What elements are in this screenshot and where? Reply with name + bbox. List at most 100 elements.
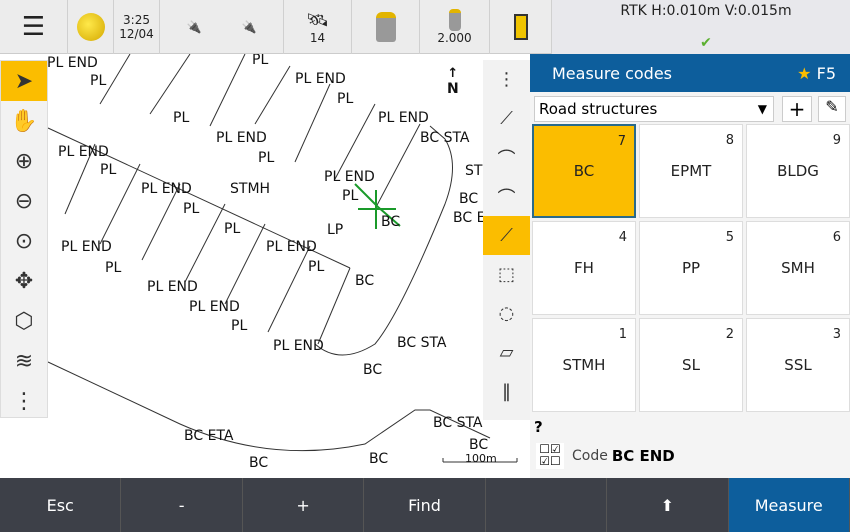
map-point-label[interactable]: PL END — [141, 181, 192, 197]
map-point-label[interactable]: PL — [231, 318, 248, 334]
code-label: SMH — [781, 259, 815, 277]
map-point-label[interactable]: BC — [355, 273, 375, 289]
arc-method-2[interactable]: ⌒ — [483, 177, 530, 216]
map-point-label[interactable]: BC — [249, 455, 269, 471]
softkey-esc[interactable]: Esc — [0, 478, 122, 532]
multi-code-icon[interactable]: ☐☑☑☐ — [536, 443, 564, 469]
map-point-label[interactable]: PL — [224, 221, 241, 237]
group-dropdown[interactable]: Road structures▼ — [534, 96, 774, 122]
zoom-out-tool[interactable]: ⊖ — [1, 181, 47, 221]
more-button[interactable]: ⋮ — [483, 60, 530, 99]
north-arrow: ↑N — [447, 66, 459, 97]
map-point-label[interactable]: STMH — [230, 181, 271, 197]
code-value[interactable]: BC END — [611, 447, 675, 465]
edit-group-button[interactable]: ✎ — [818, 96, 846, 122]
map-point-label[interactable]: PL — [258, 150, 275, 166]
orbit-tool[interactable]: ✥ — [1, 261, 47, 301]
map-point-label[interactable]: PL — [337, 91, 354, 107]
softkey-key1[interactable]: - — [121, 478, 243, 532]
map-view[interactable]: PL END PL PL PL END PL PL PL END PL END BC STA PL… — [0, 54, 530, 478]
polygon-icon: ▱ — [499, 342, 514, 363]
map-point-label[interactable]: LP — [327, 222, 344, 238]
arc-method[interactable]: ⌒ — [483, 138, 530, 177]
globe-button[interactable] — [68, 0, 114, 54]
antenna-icon — [448, 9, 461, 31]
map-point-label[interactable]: PL END — [324, 169, 375, 185]
line-method[interactable]: ⟋ — [483, 99, 530, 138]
map-point-label[interactable]: BC — [459, 191, 479, 207]
code-label: PP — [681, 259, 701, 277]
satellite-button[interactable]: 🛰14 — [284, 0, 352, 54]
map-point-label[interactable]: PL — [308, 259, 325, 275]
more-icon: ⋮ — [497, 69, 516, 90]
zoom-in-tool[interactable]: ⊕ — [1, 141, 47, 181]
map-point-label[interactable]: BC — [469, 437, 489, 453]
map-linework — [47, 54, 518, 463]
map-point-label[interactable]: PL END — [147, 279, 198, 295]
map-point-label[interactable]: BC STA — [420, 130, 470, 146]
view-tool[interactable]: ⬡ — [1, 301, 47, 341]
rectangle-method[interactable]: ⬚ — [483, 255, 530, 294]
map-point-label[interactable]: PL END — [378, 110, 429, 126]
zoom-extents-tool[interactable]: ⊙ — [1, 221, 47, 261]
map-point-label[interactable]: PL — [100, 162, 117, 178]
north-label: N — [447, 81, 459, 97]
offset-method[interactable]: ‖ — [483, 372, 530, 411]
map-point-label[interactable]: PL END — [189, 299, 240, 315]
map-point-label[interactable]: PL — [252, 54, 269, 68]
power-status[interactable]: 🔌🔌 — [160, 0, 284, 54]
map-point-label[interactable]: PL — [183, 201, 200, 217]
map-point-label[interactable]: PL END — [58, 144, 109, 160]
map-point-label[interactable]: BC ETA — [184, 428, 234, 444]
map-point-label[interactable]: BC STA — [433, 415, 483, 431]
circle-method[interactable]: ◌ — [483, 294, 530, 333]
rectangle-icon: ⬚ — [497, 264, 515, 285]
map-point-label[interactable]: PL END — [47, 55, 98, 71]
map-point-label[interactable]: PL — [342, 188, 359, 204]
map-point-label[interactable]: PL — [173, 110, 190, 126]
select-tool[interactable]: ➤ — [1, 61, 47, 101]
map-point-label[interactable]: PL — [105, 260, 122, 276]
map-point-label[interactable]: PL END — [216, 130, 267, 146]
softkey-find[interactable]: Find — [364, 478, 486, 532]
map-point-label[interactable]: PL END — [273, 338, 324, 354]
softkey-key2[interactable]: + — [243, 478, 365, 532]
map-point-label[interactable]: BC E — [453, 210, 486, 226]
polygon-method[interactable]: ▱ — [483, 333, 530, 372]
antenna-button[interactable]: 2.000 — [420, 0, 490, 54]
softkey-key5[interactable]: ⬆ — [607, 478, 729, 532]
plug-icon: 🔌 — [186, 20, 202, 34]
map-point-label[interactable]: ST — [465, 163, 483, 179]
controller-button[interactable] — [490, 0, 552, 54]
map-point-label[interactable]: BC STA — [397, 335, 447, 351]
pan-tool[interactable]: ✋ — [1, 101, 47, 141]
softkey-measure[interactable]: Measure — [728, 478, 850, 532]
map-point-label[interactable]: PL END — [295, 71, 346, 87]
map-point-label[interactable]: BC — [381, 214, 401, 230]
map-point-label[interactable]: PL END — [266, 239, 317, 255]
map-point-label[interactable]: PL — [90, 73, 107, 89]
rtk-status[interactable]: RTK H:0.010m V:0.015m ✔ — [552, 0, 850, 54]
map-point-label[interactable]: PL END — [61, 239, 112, 255]
point-method[interactable]: ⟋ — [483, 216, 530, 255]
softkey-empty[interactable] — [486, 478, 608, 532]
layers-tool[interactable]: ≋ — [1, 341, 47, 381]
panel-title: Measure codes — [552, 63, 673, 83]
receiver-button[interactable] — [352, 0, 420, 54]
map-point-label[interactable]: BC — [363, 362, 383, 378]
favorite-button[interactable]: ★ F5 — [797, 64, 836, 83]
menu-button[interactable]: ☰ — [0, 0, 68, 54]
map-point-label[interactable]: BC — [369, 451, 389, 467]
add-button[interactable]: + — [782, 96, 812, 122]
more-tool[interactable]: ⋮ — [1, 381, 47, 421]
